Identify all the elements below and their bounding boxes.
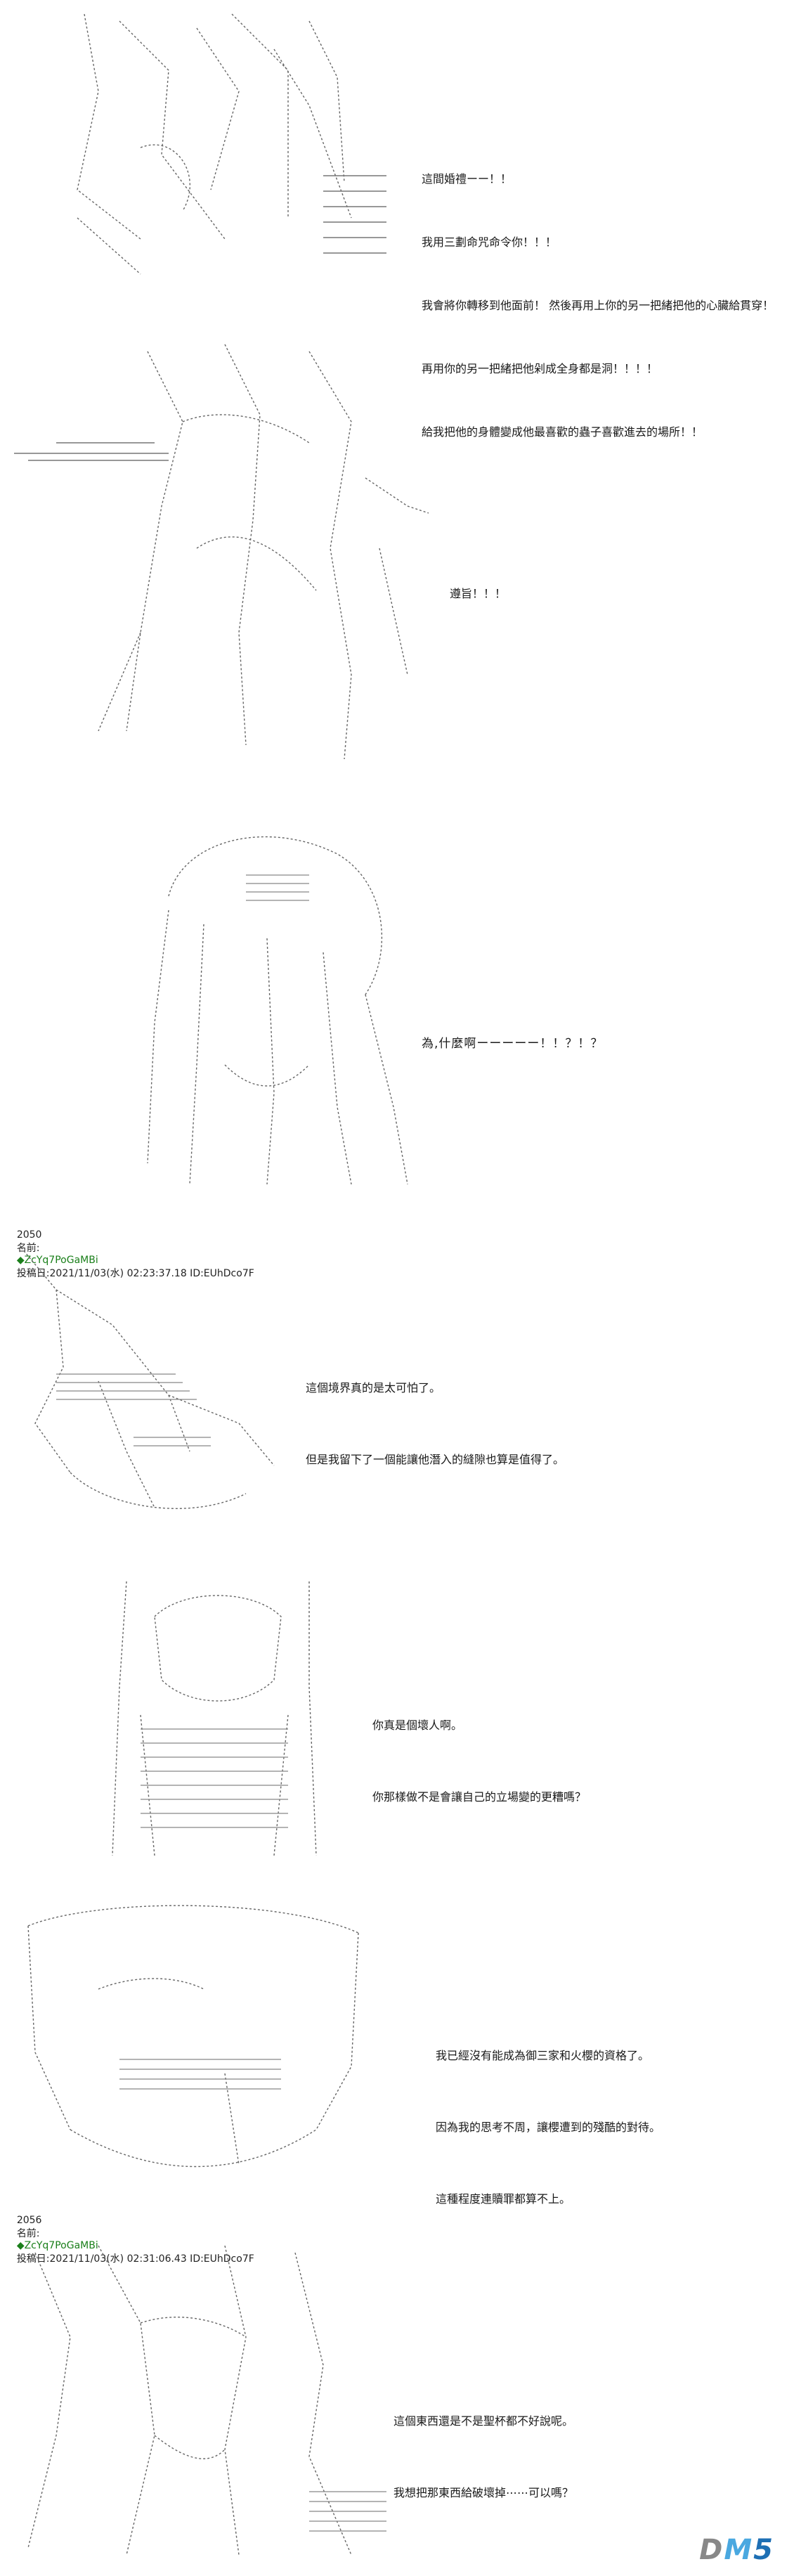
site-watermark-logo: DM5 <box>699 2534 774 2566</box>
post-header: 2056 名前: ◆ZcYq7PoGaMBi 投稿日:2021/11/03(水)… <box>4 2203 254 2277</box>
dialog-line: 我用三劃命咒命令你！！！ <box>422 235 557 249</box>
post-trip: ◆ZcYq7PoGaMBi <box>16 2240 98 2251</box>
ascii-art-figure-back <box>147 836 408 1185</box>
post-meta: 投稿日:2021/11/03(水) 02:31:06.43 ID:EUhDco7… <box>16 2253 254 2265</box>
dialog-line: 為,什麼啊ーーーーー！！？！？ <box>422 1037 604 1051</box>
dialog-line: 我會將你轉移到他面前！ 然後再用上你的另一把緒把他的心臟給貫穿！ <box>422 299 774 312</box>
dialog-line: 這種程度連贖罪都算不上。 <box>436 2192 571 2206</box>
dialog-line: 因為我的思考不周，讓櫻遭到的殘酷的對待。 <box>436 2121 661 2134</box>
dialog-line: 我已經沒有能成為御三家和火櫻的資格了。 <box>436 2049 650 2062</box>
dialog-line: 給我把他的身體變成他最喜歡的蟲子喜歡進去的場所！！ <box>422 425 703 439</box>
panel-6: 我已經沒有能成為御三家和火櫻的資格了。 因為我的思考不周，讓櫻遭到的殘酷的對待。… <box>0 1891 794 2206</box>
post-header: 2050 名前: ◆ZcYq7PoGaMBi 投稿日:2021/11/03(水)… <box>4 1218 254 1291</box>
post-name-label: 名前: <box>16 2228 40 2239</box>
watermark-letter: M <box>724 2534 754 2566</box>
dialog-line: 遵旨！！！ <box>450 587 507 600</box>
dialog-line: 這個東西還是不是聖杯都不好說呢。 <box>393 2414 574 2428</box>
dialog-line: 但是我留下了一個能讓他潛入的縫隙也算是值得了。 <box>306 1453 565 1466</box>
dialog-line: 你真是個壞人啊。 <box>372 1719 463 1732</box>
ascii-art-old-man-closeup <box>27 1905 359 2168</box>
panel-3: 為,什麼啊ーーーーー！！？！？ <box>0 801 794 1209</box>
panel-7: 這個東西還是不是聖杯都不好說呢。 我想把那東西給破壞掉⋯⋯可以嗎？ <box>0 2221 794 2576</box>
panel-4: 這個境界真的是太可怕了。 但是我留下了一個能讓他潛入的縫隙也算是值得了。 <box>0 1237 794 1553</box>
dialog-line: 再用你的另一把緒把他剁成全身都是洞！！！！ <box>422 362 658 375</box>
dialog-line: 這間婚禮ーー！！ <box>422 172 512 186</box>
post-number: 2050 <box>16 1229 42 1241</box>
ascii-art-lancer <box>14 344 429 760</box>
ascii-art-old-man <box>20 1247 275 1509</box>
post-number: 2056 <box>16 2215 42 2226</box>
panel-5: 你真是個壞人啊。 你那樣做不是會讓自己的立場變的更糟嗎？ <box>0 1567 794 1877</box>
ascii-art-figure <box>77 13 386 275</box>
post-name-label: 名前: <box>16 1243 40 1254</box>
watermark-letter: D <box>699 2534 724 2566</box>
dialog-line: 這個境界真的是太可怕了。 <box>306 1381 441 1394</box>
panel-1: 這間婚禮ーー！！ 我用三劃命咒命令你！！！ 我會將你轉移到他面前！ 然後再用上你… <box>0 0 794 439</box>
dialog-line: 你那樣做不是會讓自己的立場變的更糟嗎？ <box>372 1790 587 1804</box>
watermark-digit: 5 <box>753 2534 774 2566</box>
panel-2: 遵旨！！！ <box>0 330 794 780</box>
ascii-art-figure-front <box>112 1581 317 1856</box>
post-meta: 投稿日:2021/11/03(水) 02:23:37.18 ID:EUhDco7… <box>16 1268 254 1279</box>
post-trip: ◆ZcYq7PoGaMBi <box>16 1255 98 1266</box>
dialog-line: 我想把那東西給破壞掉⋯⋯可以嗎？ <box>393 2486 574 2499</box>
ascii-art-two-figures <box>27 2245 386 2556</box>
